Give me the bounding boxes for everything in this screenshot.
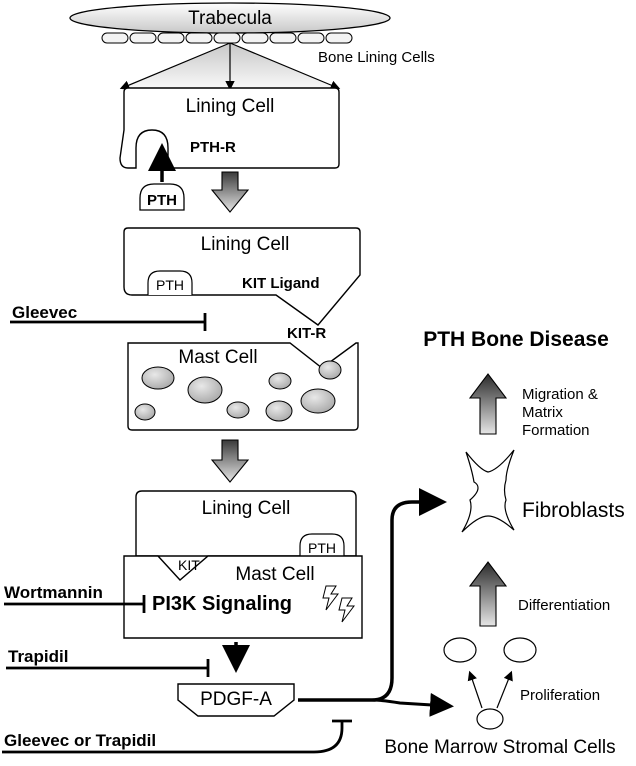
stromal-cell (503, 637, 537, 663)
gleevec-or-trapidil-inhibitor: Gleevec or Trapidil (2, 719, 352, 754)
trabecula-label: Trabecula (188, 8, 272, 29)
lining-cell-2-body (123, 227, 361, 326)
fibroblast-cell (461, 449, 515, 533)
lining-cell-2: Lining Cell PTH KIT Ligand (123, 227, 361, 326)
pdgf-a-label: PDGF-A (200, 689, 272, 710)
lining-bead (129, 32, 157, 44)
kit-ligand-label: KIT Ligand (242, 275, 320, 292)
gleevec-or-trapidil-label: Gleevec or Trapidil (4, 731, 156, 750)
bone-lining-cells-row (101, 32, 353, 44)
down-arrow-2 (210, 439, 250, 483)
kit-label: KIT (178, 557, 200, 573)
wortmannin-label: Wortmannin (4, 583, 103, 602)
up-arrow-differentiation (468, 561, 508, 627)
stromal-cell (443, 637, 477, 663)
kit-r-label: KIT-R (287, 325, 326, 342)
pth-ligand: PTH (139, 143, 185, 211)
pth-small-label: PTH (147, 192, 177, 209)
pth-bump-3 (299, 533, 345, 556)
pth-r-label: PTH-R (190, 139, 236, 156)
pth-bone-disease-title: PTH Bone Disease (423, 328, 609, 351)
lining-bead (185, 32, 213, 44)
gleevec-or-trapidil-line (2, 722, 344, 754)
lining-mast-complex: Lining Cell PTH KIT Mast Cell PI3K Signa… (123, 490, 363, 639)
granule (187, 376, 223, 404)
fibroblast-shape (461, 449, 515, 533)
mast-cell-1-body (127, 342, 359, 431)
pdgf-to-stromal-arrow (371, 692, 454, 717)
gleevec-inhibitor: Gleevec (10, 303, 207, 331)
lining-bead (101, 32, 129, 44)
lining-cell-1: Lining Cell PTH-R (119, 87, 340, 169)
down-arrow-1 (210, 171, 250, 213)
lining-cell-3-label: Lining Cell (202, 498, 291, 519)
trabecula: Trabecula (69, 2, 391, 34)
granule (226, 401, 250, 419)
granule (134, 403, 156, 421)
migration-label-1: Migration & (522, 386, 598, 403)
proliferation-arrow-left (467, 670, 483, 709)
pdgf-effect-arrows (298, 488, 454, 717)
stromal-cells (443, 637, 537, 730)
granule (300, 388, 336, 414)
migration-label-2: Matrix (522, 404, 563, 421)
pth-box (139, 183, 185, 211)
trapidil-inhibitor: Trapidil (6, 647, 210, 677)
up-arrow-migration (468, 373, 508, 435)
trapidil-label: Trapidil (8, 647, 68, 666)
fibroblasts-label: Fibroblasts (522, 499, 625, 522)
pth-in-cell-3-label: PTH (308, 540, 336, 556)
wortmannin-inhibitor: Wortmannin (4, 583, 146, 613)
selection-fan (119, 42, 341, 91)
lightning-bolt (338, 597, 355, 623)
gleevec-label: Gleevec (12, 303, 77, 322)
mast-cell-1: KIT-R Mast Cell (127, 325, 359, 431)
pi3k-signaling-label: PI3K Signaling (152, 593, 292, 615)
stromal-cell (476, 708, 504, 730)
mast-cell-2-label: Mast Cell (235, 564, 314, 585)
bone-marrow-stromal-cells-label: Bone Marrow Stromal Cells (384, 737, 615, 758)
lining-bead (269, 32, 297, 44)
lightning-bolt (322, 585, 339, 611)
proliferation-label: Proliferation (520, 687, 600, 704)
mast-cell-2-body (123, 555, 363, 639)
proliferation-arrow-right (496, 670, 513, 709)
lining-bead (213, 32, 241, 44)
granule (141, 366, 175, 390)
granule (268, 372, 292, 390)
lining-cell-2-label: Lining Cell (201, 234, 290, 255)
lining-cell-1-label: Lining Cell (186, 96, 275, 117)
fan-arrow-left (119, 42, 231, 90)
lining-bead (297, 32, 325, 44)
lining-bead (241, 32, 269, 44)
pdgf-to-fibroblasts-arrow (298, 488, 447, 702)
granule (318, 360, 342, 380)
lining-bead (325, 32, 353, 44)
lightning-icon (322, 585, 355, 623)
bone-lining-cells-label: Bone Lining Cells (318, 49, 435, 66)
pth-bump-2 (147, 270, 193, 295)
granule (265, 400, 293, 422)
pth-in-cell-2-label: PTH (156, 277, 184, 293)
pdgf-a: PDGF-A (177, 683, 295, 717)
lining-bead (157, 32, 185, 44)
mast-granules (134, 360, 342, 422)
migration-label-3: Formation (522, 422, 590, 439)
differentiation-label: Differentiation (518, 597, 610, 614)
fan-arrow-right (229, 42, 341, 90)
pdgf-a-shape (177, 683, 295, 717)
mast-cell-1-label: Mast Cell (178, 347, 257, 368)
